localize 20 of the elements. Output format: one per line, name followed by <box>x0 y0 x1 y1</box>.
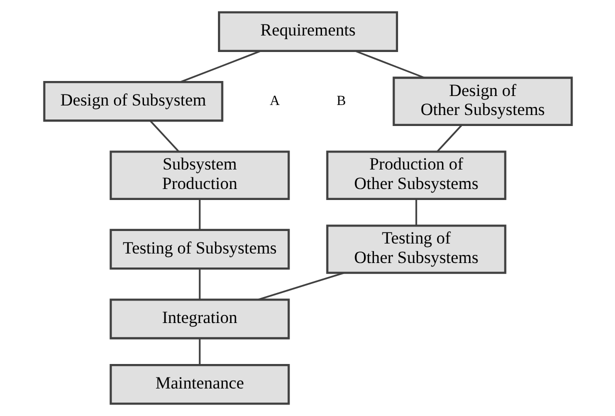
connector <box>149 120 179 152</box>
connector <box>414 199 417 226</box>
node-box: Integration <box>109 298 290 340</box>
node-box: Production of Other Subsystems <box>326 150 506 200</box>
node-box: Subsystem Production <box>109 150 290 200</box>
connector <box>198 338 200 365</box>
connector <box>180 50 261 83</box>
node-box: Testing of Other Subsystems <box>326 224 506 274</box>
connector <box>436 124 462 152</box>
connector <box>354 50 424 78</box>
node-box: Testing of Subsystems <box>109 228 290 270</box>
node-box: Design of Other Subsystems <box>392 76 572 126</box>
label: B <box>336 94 346 109</box>
node-box: Design of Subsystem <box>42 80 223 122</box>
connector <box>198 199 200 230</box>
node-box: Requirements <box>217 11 398 52</box>
node-box: Maintenance <box>109 364 290 405</box>
connector <box>258 272 344 300</box>
label: A <box>269 94 280 109</box>
connector <box>198 268 200 300</box>
